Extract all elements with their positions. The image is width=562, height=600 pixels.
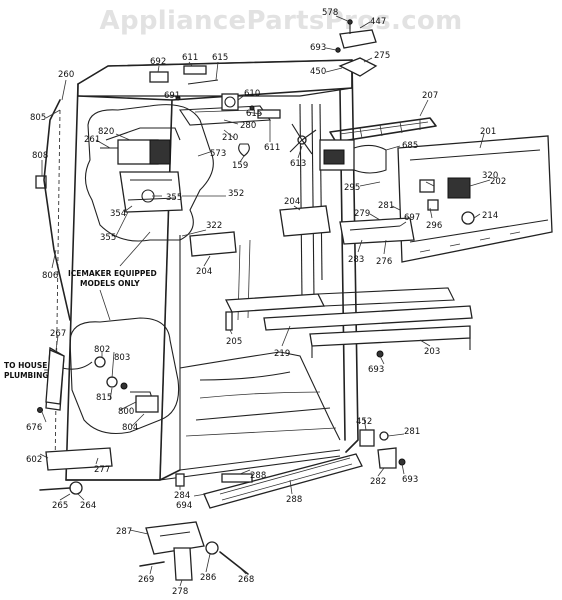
shelf-supports	[189, 205, 473, 358]
evaporator-fan-assembly	[289, 117, 437, 174]
part-label: 295	[344, 183, 360, 193]
part-label: 352	[228, 189, 244, 199]
part-label: 578	[322, 8, 338, 18]
control-panel	[397, 135, 553, 263]
part-label: 610	[244, 89, 260, 99]
part-label: 693	[402, 475, 418, 485]
part-label: 815	[96, 393, 112, 403]
part-label: 452	[356, 417, 372, 427]
part-label: 219	[274, 349, 290, 359]
part-label: 278	[172, 587, 188, 597]
part-label: 691	[164, 91, 180, 101]
part-label: 261	[84, 135, 100, 145]
part-label: 202	[490, 177, 506, 187]
part-label: 286	[200, 573, 216, 583]
part-label: 283	[348, 255, 364, 265]
top-small-parts	[149, 65, 281, 157]
part-label: 676	[26, 423, 42, 433]
part-label: 279	[354, 209, 370, 219]
part-label: 697	[404, 213, 420, 223]
plumbing-note-line2: PLUMBING	[4, 371, 49, 380]
icemaker-note-line1: ICEMAKER EQUIPPED	[68, 269, 157, 278]
top-hinge	[335, 19, 378, 77]
bottom-parts	[37, 349, 406, 581]
part-label: 201	[480, 127, 496, 137]
part-label: 615	[246, 109, 262, 119]
part-label: 611	[182, 53, 198, 63]
part-label: 296	[426, 221, 442, 231]
part-label: 800	[118, 407, 134, 417]
part-label: 281	[404, 427, 420, 437]
part-label: 806	[42, 271, 58, 281]
part-label: 804	[122, 423, 138, 433]
part-label: 322	[206, 221, 222, 231]
part-label: 694	[176, 501, 192, 511]
part-label: 447	[370, 17, 386, 27]
part-label: 613	[290, 159, 306, 169]
part-label: 264	[80, 501, 96, 511]
cabinet-outline	[54, 59, 359, 481]
part-label: 354	[110, 209, 126, 219]
part-label: 284	[174, 491, 190, 501]
part-label: 269	[138, 575, 154, 585]
part-label: 355	[166, 193, 182, 203]
part-label: 802	[94, 345, 110, 355]
part-label: 573	[210, 149, 226, 159]
icemaker-inset	[35, 104, 214, 242]
part-label: 320	[482, 171, 498, 181]
part-label: 805	[30, 113, 46, 123]
part-label: 602	[26, 455, 42, 465]
part-label: 803	[114, 353, 130, 363]
part-label: 265	[52, 501, 68, 511]
plumbing-note-line1: TO HOUSE	[4, 361, 47, 370]
water-tube	[43, 99, 71, 321]
part-label: 808	[32, 151, 48, 161]
part-label: 693	[368, 365, 384, 375]
part-label: 450	[310, 67, 326, 77]
part-label: 268	[238, 575, 254, 585]
part-label: 820	[98, 127, 114, 137]
part-label: 204	[284, 197, 300, 207]
part-label: 260	[58, 70, 74, 80]
part-label: 692	[150, 57, 166, 67]
part-label: 611	[264, 143, 280, 153]
part-label: 159	[232, 161, 248, 171]
leader-lines	[39, 15, 491, 587]
part-label: 214	[482, 211, 498, 221]
part-label: 615	[212, 53, 228, 63]
part-label: 355	[100, 233, 116, 243]
part-label: 693	[310, 43, 326, 53]
part-label: 277	[94, 465, 110, 475]
part-label: 288	[250, 471, 266, 481]
part-label: 203	[424, 347, 440, 357]
icemaker-note-line2: MODELS ONLY	[80, 279, 140, 288]
part-label: 287	[116, 527, 132, 537]
part-label: 275	[374, 51, 390, 61]
part-label: 282	[370, 477, 386, 487]
part-label: 210	[222, 133, 238, 143]
part-label: 280	[240, 121, 256, 131]
watermark: AppliancePartsPros.com	[99, 6, 463, 36]
part-label: 207	[422, 91, 438, 101]
part-label: 276	[376, 257, 392, 267]
part-label: 288	[286, 495, 302, 505]
part-label: 267	[50, 329, 66, 339]
part-label: 205	[226, 337, 242, 347]
part-label: 204	[196, 267, 212, 277]
part-label: 281	[378, 201, 394, 211]
part-label: 685	[402, 141, 418, 151]
